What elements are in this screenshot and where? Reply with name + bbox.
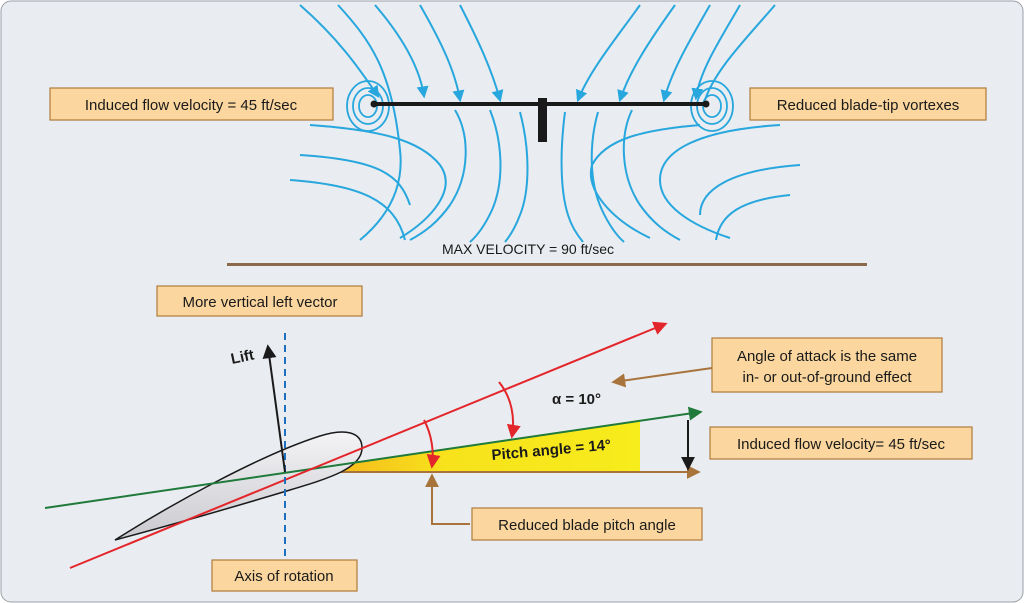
angle-of-attack-line1: Angle of attack is the same xyxy=(737,348,917,365)
induced-flow-top-box xyxy=(49,87,334,121)
relative-wind-line xyxy=(44,406,703,509)
blade-tip-vortexes-box xyxy=(749,87,987,121)
angle-of-attack-box xyxy=(711,337,943,393)
induced-flow-top-label: Induced flow velocity = 45 ft/sec xyxy=(85,97,298,114)
aoa-pointer xyxy=(611,367,713,388)
vertical-vector-label: More vertical left vector xyxy=(182,294,337,311)
induced-flow-bottom-label: Induced flow velocity= 45 ft/sec xyxy=(737,436,946,453)
axis-of-rotation-label: Axis of rotation xyxy=(234,568,333,585)
alpha-label: α = 10° xyxy=(552,391,601,408)
angle-of-attack-line2: in- or out-of-ground effect xyxy=(743,369,913,386)
left-blade-tip xyxy=(370,100,378,108)
lift-label: Lift xyxy=(229,346,255,367)
rotor-mast xyxy=(538,98,547,142)
blade-tip-vortexes-label: Reduced blade-tip vortexes xyxy=(777,97,960,114)
max-velocity-label: MAX VELOCITY = 90 ft/sec xyxy=(442,241,614,257)
reduced-pitch-box xyxy=(471,507,703,541)
vertical-vector-box xyxy=(156,285,363,317)
axis-of-rotation-box xyxy=(211,559,358,592)
pitch-arc xyxy=(423,419,441,469)
ground-surface xyxy=(227,263,867,266)
chord-line xyxy=(69,321,668,569)
reduced-pitch-label: Reduced blade pitch angle xyxy=(498,517,676,534)
reduced-pitch-pointer xyxy=(425,473,470,525)
induced-flow-bottom-box xyxy=(709,426,973,460)
right-blade-tip xyxy=(702,100,710,108)
induced-flow-lines xyxy=(289,4,801,243)
alpha-arc xyxy=(498,381,521,439)
lift-vector xyxy=(262,344,286,473)
